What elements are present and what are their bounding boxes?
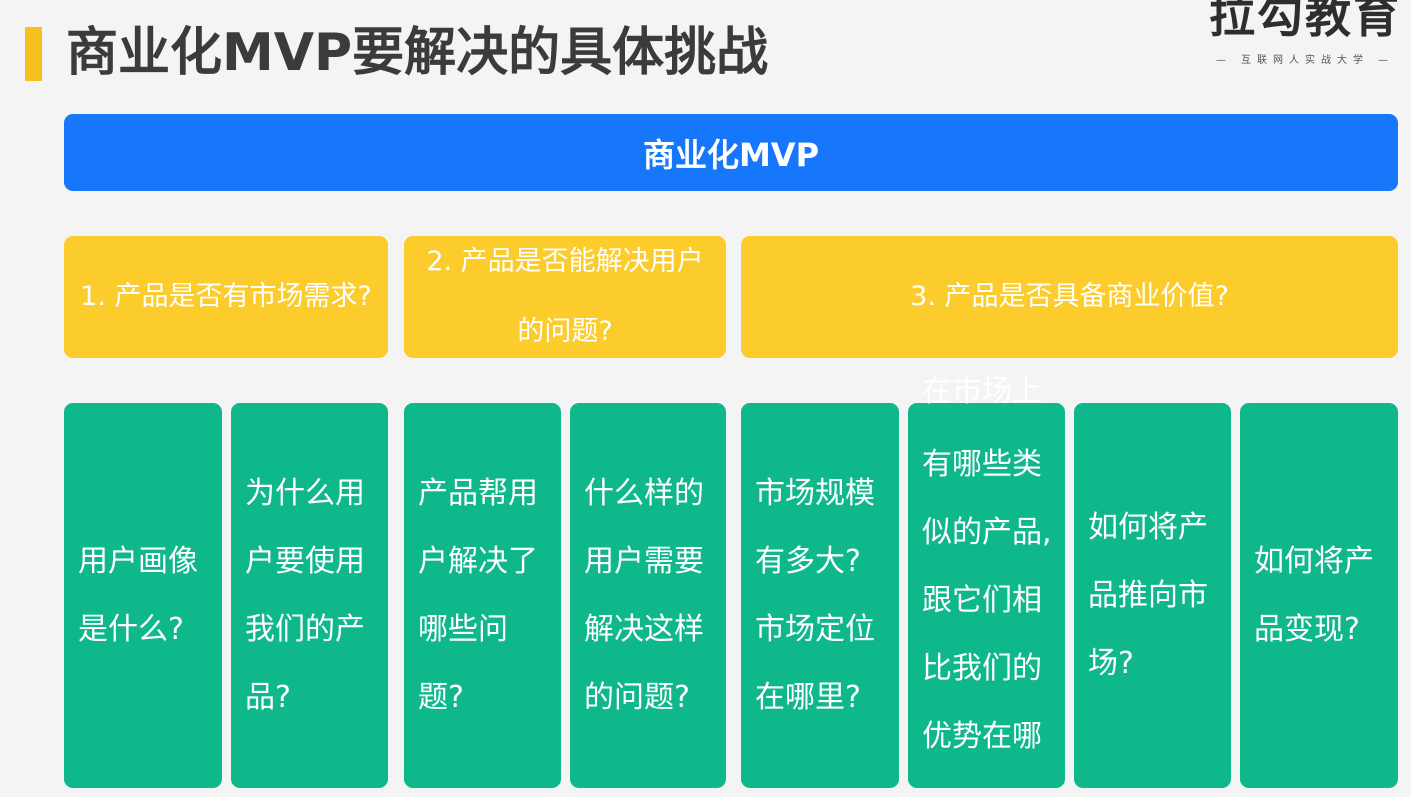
answer-text-4: 什么样的用户需要解决这样的问题? <box>584 475 704 715</box>
answer-text-5: 市场规模有多大?市场定位在哪里? <box>755 475 875 715</box>
answer-box-6: 有哪些类似的产品,跟它们相比我们的优势在哪 <box>908 403 1065 788</box>
question-box-2: 2. 产品是否能解决用户的问题? <box>404 236 726 358</box>
question-text-2: 2. 产品是否能解决用户的问题? <box>426 246 704 347</box>
answer-box-5: 市场规模有多大?市场定位在哪里? <box>741 403 899 788</box>
logo-text: 拉勾教育 <box>1209 0 1401 43</box>
answer-text-7: 如何将产品推向市场? <box>1088 509 1208 681</box>
question-box-1: 1. 产品是否有市场需求? <box>64 236 388 358</box>
answer-6-overflow-text: 在市场上 <box>922 374 1042 409</box>
answer-box-3: 产品帮用户解决了哪些问题? <box>404 403 561 788</box>
answer-text-1: 用户画像是什么? <box>78 543 198 647</box>
mvp-header-box: 商业化MVP <box>64 114 1398 191</box>
question-text-3: 3. 产品是否具备商业价值? <box>910 281 1229 312</box>
title-accent-bar <box>25 27 42 81</box>
page-title: 商业化MVP要解决的具体挑战 <box>66 23 769 83</box>
answer-box-7: 如何将产品推向市场? <box>1074 403 1231 788</box>
question-box-3: 3. 产品是否具备商业价值? <box>741 236 1398 358</box>
answer-box-2: 为什么用户要使用我们的产品? <box>231 403 388 788</box>
question-text-1: 1. 产品是否有市场需求? <box>80 281 372 312</box>
answer-box-8: 如何将产品变现? <box>1240 403 1398 788</box>
answer-text-6: 有哪些类似的产品,跟它们相比我们的优势在哪 <box>922 447 1052 754</box>
answer-text-3: 产品帮用户解决了哪些问题? <box>418 475 538 715</box>
answer-text-2: 为什么用户要使用我们的产品? <box>245 475 365 715</box>
answer-box-1: 用户画像是什么? <box>64 403 222 788</box>
logo-subtitle: — 互联网人实战大学 — <box>1215 55 1395 66</box>
answer-text-8: 如何将产品变现? <box>1254 543 1374 647</box>
answer-box-4: 什么样的用户需要解决这样的问题? <box>570 403 726 788</box>
logo: 拉勾教育 — 互联网人实战大学 — <box>1200 0 1410 66</box>
